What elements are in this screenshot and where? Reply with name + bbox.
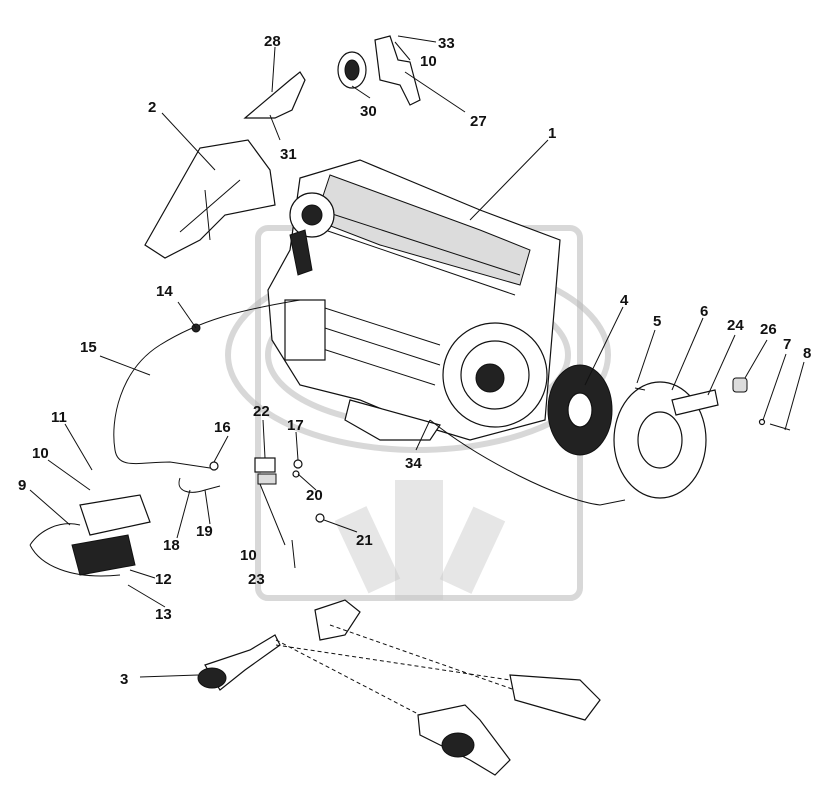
callout-30: 30 [360,103,377,120]
callout-5: 5 [653,313,661,330]
callout-6: 6 [700,303,708,320]
callout-14: 14 [156,283,173,300]
callout-26: 26 [760,321,777,338]
callout-23: 23 [248,571,265,588]
callout-12: 12 [155,571,172,588]
callout-4: 4 [620,292,629,309]
fan-4 [547,364,613,456]
engine-block [267,159,561,441]
callout-1: 1 [548,125,556,142]
callout-34: 34 [405,455,422,472]
callout-8: 8 [803,345,811,362]
callout-22: 22 [253,403,270,420]
callout-13: 13 [155,606,172,623]
harness-15 [113,299,626,506]
callout-20: 20 [306,487,323,504]
callout-labels: 28 33 10 30 27 2 31 1 14 4 5 6 24 26 7 8… [18,33,811,688]
callout-9: 9 [18,477,26,494]
fittings-group [178,457,325,523]
bracket-27 [337,35,421,106]
callout-7: 7 [783,336,791,353]
callout-27: 27 [470,113,487,130]
bracket-28 [243,71,306,119]
callout-11: 11 [51,409,67,426]
belt-guard [144,139,276,259]
callout-18: 18 [163,537,180,554]
leader-lines [29,35,805,678]
callout-17: 17 [287,417,304,434]
callout-15: 15 [80,339,97,356]
callout-21: 21 [356,532,373,549]
ecu-assembly [29,494,151,577]
callout-10: 10 [240,547,257,564]
callout-16: 16 [214,419,231,436]
callout-24: 24 [727,317,744,334]
callout-10: 10 [420,53,437,70]
callout-10: 10 [32,445,49,462]
callout-2: 2 [148,99,156,116]
engine-mounts [197,599,601,776]
callout-3: 3 [120,671,128,688]
callout-31: 31 [280,146,297,163]
bracket-24 [634,377,791,431]
callout-33: 33 [438,35,455,52]
callout-19: 19 [196,523,213,540]
callout-28: 28 [264,33,281,50]
